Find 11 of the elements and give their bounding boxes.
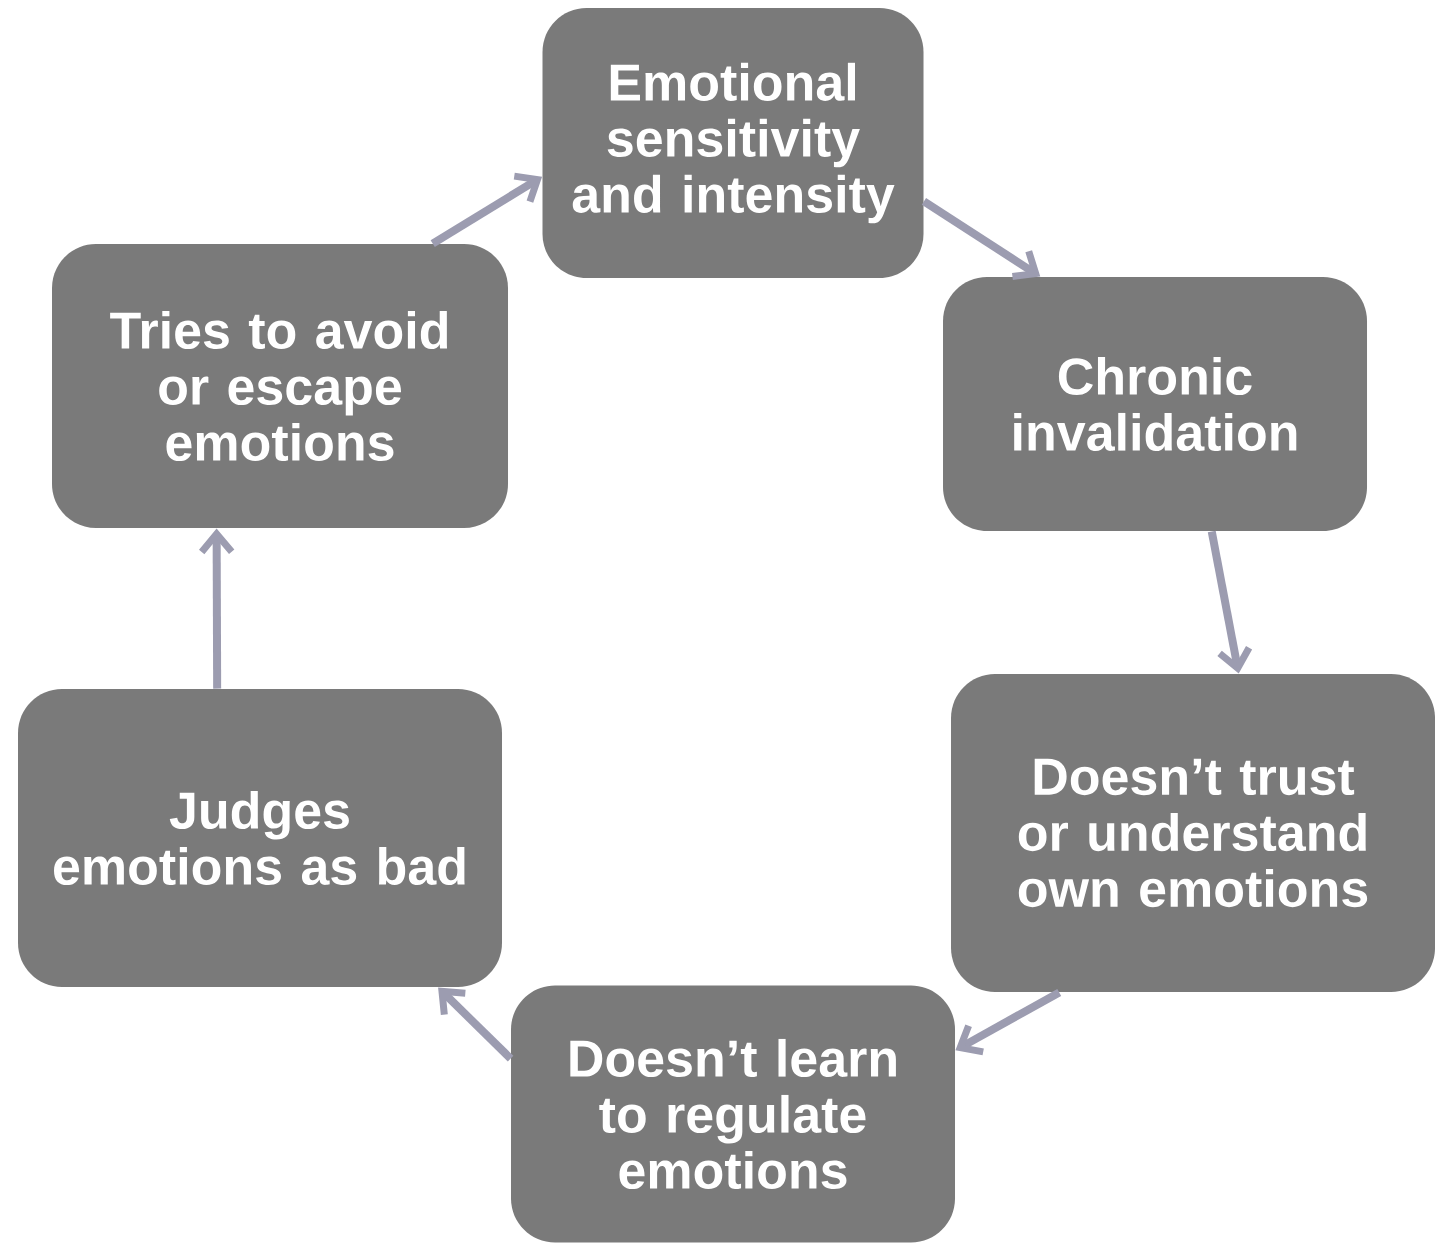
process-box: Chronic invalidation: [943, 277, 1367, 531]
arrow: [955, 988, 1062, 1056]
arrow: [430, 172, 543, 248]
arrow: [1207, 530, 1253, 674]
arrow: [921, 198, 1041, 280]
arrow: [438, 987, 514, 1062]
process-box: Doesn’t trust or understand own emotions: [951, 674, 1435, 992]
process-box: Doesn’t learn to regulate emotions: [511, 985, 955, 1243]
process-box: Tries to avoid or escape emotions: [52, 244, 508, 528]
process-box: Judges emotions as bad: [18, 689, 502, 987]
process-box: Emotional sensitivity and intensity: [542, 8, 924, 278]
